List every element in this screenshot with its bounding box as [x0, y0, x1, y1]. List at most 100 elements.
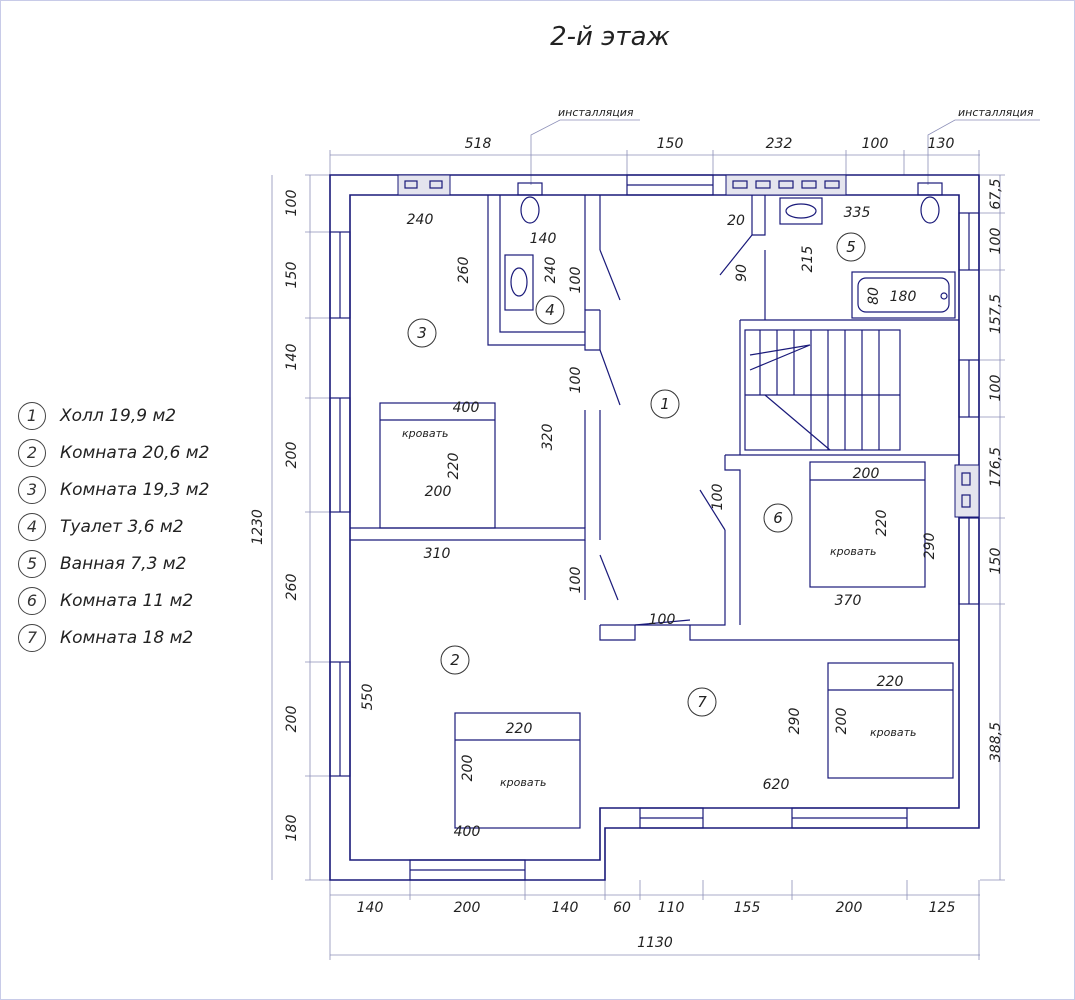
- dim-room2-3: 200: [460, 755, 476, 782]
- dim-room2-4: 400: [454, 824, 481, 840]
- dim-left-4: 260: [284, 574, 300, 601]
- legend-text: Комната 20,6 м2: [60, 442, 210, 463]
- bed-label-room2: кровать: [500, 776, 546, 789]
- windows: [329, 174, 980, 881]
- dim-left-6: 180: [284, 815, 300, 842]
- dim-bottom-0: 140: [357, 900, 384, 916]
- room-number-markers: 3 4 1 5 6 2 7: [407, 232, 866, 717]
- dim-top-1: 150: [657, 136, 684, 152]
- legend-item: 1 Холл 19,9 м2: [18, 400, 248, 431]
- room-marker-1: [650, 389, 680, 419]
- room-number-4: 4: [545, 301, 555, 319]
- dim-room7-0: 220: [877, 674, 904, 690]
- bed-label-room7: кровать: [870, 726, 916, 739]
- dim-room7-3: 620: [763, 777, 790, 793]
- room-marker-6: [763, 503, 793, 533]
- room-marker-3: [407, 318, 437, 348]
- walls: [329, 174, 980, 881]
- dim-room3-0: 240: [407, 212, 434, 228]
- dim-room5-2: 335: [844, 205, 871, 221]
- legend-text: Комната 18 м2: [60, 627, 194, 648]
- dim-room3-2: 400: [453, 400, 480, 416]
- dim-left-0: 100: [284, 190, 300, 217]
- annotation-labels: инсталляция инсталляция кровать кровать …: [402, 106, 1034, 789]
- beds: [379, 402, 954, 829]
- dim-right-2: 157,5: [988, 294, 1004, 334]
- room-marker-7: [687, 687, 717, 717]
- dim-top-2: 232: [766, 136, 793, 152]
- dim-room5-1: 90: [734, 264, 750, 282]
- dim-bottom-1: 200: [454, 900, 481, 916]
- legend-number: 5: [18, 549, 46, 578]
- dim-room3-5: 220: [446, 453, 462, 480]
- bed-label-room6: кровать: [830, 545, 876, 558]
- legend-text: Холл 19,9 м2: [60, 405, 177, 426]
- room-legend: 1 Холл 19,9 м2 2 Комната 20,6 м2 3 Комна…: [18, 400, 248, 659]
- legend-item: 4 Туалет 3,6 м2: [18, 511, 248, 542]
- room-number-1: 1: [660, 395, 670, 413]
- dim-hall-0: 100: [568, 367, 584, 394]
- dim-room6-1: 220: [874, 510, 890, 537]
- dim-room3-3: 320: [540, 424, 556, 451]
- room-marker-5: [836, 232, 866, 262]
- dim-bottom-6: 200: [836, 900, 863, 916]
- dim-bottom-4: 110: [658, 900, 685, 916]
- legend-item: 3 Комната 19,3 м2: [18, 474, 248, 505]
- dim-top-4: 130: [928, 136, 955, 152]
- dim-left-2: 140: [284, 344, 300, 371]
- legend-text: Туалет 3,6 м2: [60, 516, 184, 537]
- room-number-6: 6: [773, 509, 783, 527]
- dimension-lines: [271, 119, 1040, 960]
- legend-text: Комната 11 м2: [60, 590, 194, 611]
- dim-right-6: 388,5: [988, 722, 1004, 762]
- dim-room5-4: 80: [866, 287, 882, 305]
- legend-number: 7: [18, 623, 46, 652]
- dim-room2-1: 550: [360, 684, 376, 711]
- dim-bottom-2: 140: [552, 900, 579, 916]
- dim-top-0: 518: [465, 136, 492, 152]
- legend-item: 7 Комната 18 м2: [18, 622, 248, 653]
- dim-room4-0: 140: [530, 231, 557, 247]
- legend-item: 2 Комната 20,6 м2: [18, 437, 248, 468]
- legend-item: 5 Ванная 7,3 м2: [18, 548, 248, 579]
- dim-left-1: 150: [284, 262, 300, 289]
- dim-overall-width: 1130: [637, 935, 673, 951]
- dim-room5-0: 20: [727, 213, 745, 229]
- dim-bottom-7: 125: [929, 900, 956, 916]
- dim-room3-1: 260: [456, 257, 472, 284]
- dim-room5-5: 180: [890, 289, 917, 305]
- dim-right-3: 100: [988, 375, 1004, 402]
- legend-text: Комната 19,3 м2: [60, 479, 210, 500]
- dimension-labels: 518 150 232 100 130 140 200 140 60 110 1…: [250, 136, 1004, 951]
- fixtures: [504, 182, 956, 319]
- dim-bottom-3: 60: [613, 900, 631, 916]
- dim-room6-3: 370: [835, 593, 862, 609]
- dim-room2-0: 310: [424, 546, 451, 562]
- room-marker-2: [440, 645, 470, 675]
- legend-number: 3: [18, 475, 46, 504]
- dim-room2-2: 220: [506, 721, 533, 737]
- room-number-5: 5: [846, 238, 856, 256]
- dim-right-4: 176,5: [988, 447, 1004, 487]
- dim-hall-1: 100: [568, 567, 584, 594]
- dim-right-0: 67,5: [988, 178, 1004, 209]
- room-marker-4: [535, 295, 565, 325]
- dim-room5-3: 215: [800, 246, 816, 273]
- dim-left-5: 200: [284, 706, 300, 733]
- doors: [584, 234, 753, 626]
- dim-left-3: 200: [284, 442, 300, 469]
- legend-number: 1: [18, 401, 46, 430]
- dim-room7-2: 290: [787, 708, 803, 735]
- dim-room4-1: 240: [543, 257, 559, 284]
- room-number-3: 3: [417, 324, 427, 342]
- page-title: 2-й этаж: [550, 22, 670, 52]
- dim-room4-2: 100: [568, 267, 584, 294]
- staircase: [744, 329, 901, 451]
- dim-room6-2: 290: [922, 533, 938, 560]
- dim-top-3: 100: [862, 136, 889, 152]
- dim-room6-0: 200: [853, 466, 880, 482]
- dim-room7-1: 200: [834, 708, 850, 735]
- bed-label-room3: кровать: [402, 427, 448, 440]
- legend-text: Ванная 7,3 м2: [60, 553, 187, 574]
